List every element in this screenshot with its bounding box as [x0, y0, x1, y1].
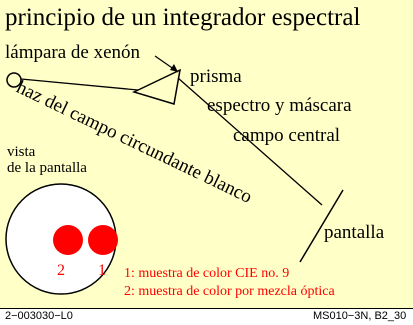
central-field-label: campo central [233, 125, 341, 146]
arrow-head-icon [170, 64, 178, 72]
footer-code-left: 2−003030−L0 [5, 310, 73, 322]
diagram-title: principio de un integrador espectral [5, 4, 361, 31]
screen-label: pantalla [324, 222, 385, 243]
prism-label: prisma [190, 66, 242, 87]
xenon-lamp-icon [6, 72, 22, 88]
spectrum-label: espectro y máscara [207, 95, 352, 116]
ray-to-screen [177, 77, 323, 206]
view-label-line2: de la pantalla [7, 160, 87, 176]
dot-label-2: 2 [57, 262, 65, 279]
view-label-line1: vista [7, 144, 36, 160]
legend-item-2: 2: muestra de color por mezcla óptica [124, 284, 335, 299]
prism-shape [131, 68, 181, 105]
sample-dot-2 [53, 225, 83, 255]
footer-code-right: MS010−3N, B2_30 [313, 310, 407, 322]
ray-to-prism [20, 78, 139, 91]
lamp-label: lámpara de xenón [5, 42, 141, 63]
sample-dot-1 [88, 225, 118, 255]
legend-item-1: 1: muestra de color CIE no. 9 [124, 266, 290, 281]
screen-line [299, 189, 344, 263]
dot-label-1: 1 [98, 262, 106, 279]
